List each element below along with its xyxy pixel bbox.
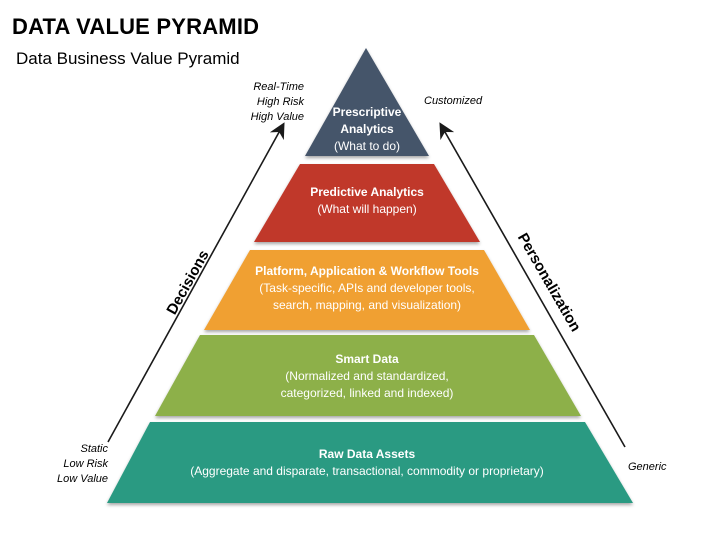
layer-prescriptive: Prescriptive Analytics (What to do) [318, 104, 416, 155]
decisions-arrow [107, 122, 285, 443]
layer-platform: Platform, Application & Workflow Tools (… [242, 263, 492, 314]
layer-platform-desc: (Task-specific, APIs and developer tools… [259, 281, 475, 312]
page-title: DATA VALUE PYRAMID [12, 14, 260, 39]
personalization-arrow [439, 122, 626, 448]
decisions-bottom-note: Static Low Risk Low Value [26, 442, 108, 487]
decisions-bottom-note-line-2: Low Risk [63, 458, 108, 470]
personalization-bottom-note: Generic [628, 461, 667, 473]
decisions-bottom-note-line-1: Static [80, 443, 108, 455]
layer-raw: Raw Data Assets (Aggregate and disparate… [160, 446, 574, 480]
layer-predictive: Predictive Analytics (What will happen) [270, 184, 464, 218]
decisions-bottom-note-line-3: Low Value [57, 473, 108, 485]
layer-prescriptive-title: Prescriptive Analytics [332, 105, 402, 136]
layer-platform-shape [204, 250, 530, 330]
layer-predictive-title: Predictive Analytics [310, 185, 424, 199]
layer-prescriptive-desc: (What to do) [333, 139, 401, 153]
layer-smart-desc: (Normalized and standardized, categorize… [280, 369, 454, 400]
personalization-top-note: Customized [424, 95, 483, 107]
layer-smart: Smart Data (Normalized and standardized,… [264, 351, 470, 402]
page-subtitle: Data Business Value Pyramid [16, 49, 240, 68]
layer-smart-title: Smart Data [335, 352, 399, 366]
layer-raw-shape [107, 422, 633, 503]
decisions-top-note-line-3: High Value [250, 111, 304, 123]
decisions-top-note-line-1: Real-Time [253, 81, 304, 93]
layer-raw-desc: (Aggregate and disparate, transactional,… [190, 464, 544, 478]
layer-predictive-shape [254, 164, 480, 242]
layer-prescriptive-shape [305, 48, 429, 156]
layer-predictive-desc: (What will happen) [317, 202, 417, 216]
layer-platform-title: Platform, Application & Workflow Tools [255, 264, 479, 278]
layer-raw-title: Raw Data Assets [318, 447, 416, 461]
layer-smart-shape [155, 335, 581, 416]
decisions-top-note: Real-Time High Risk High Value [222, 80, 304, 125]
decisions-top-note-line-2: High Risk [256, 96, 304, 108]
